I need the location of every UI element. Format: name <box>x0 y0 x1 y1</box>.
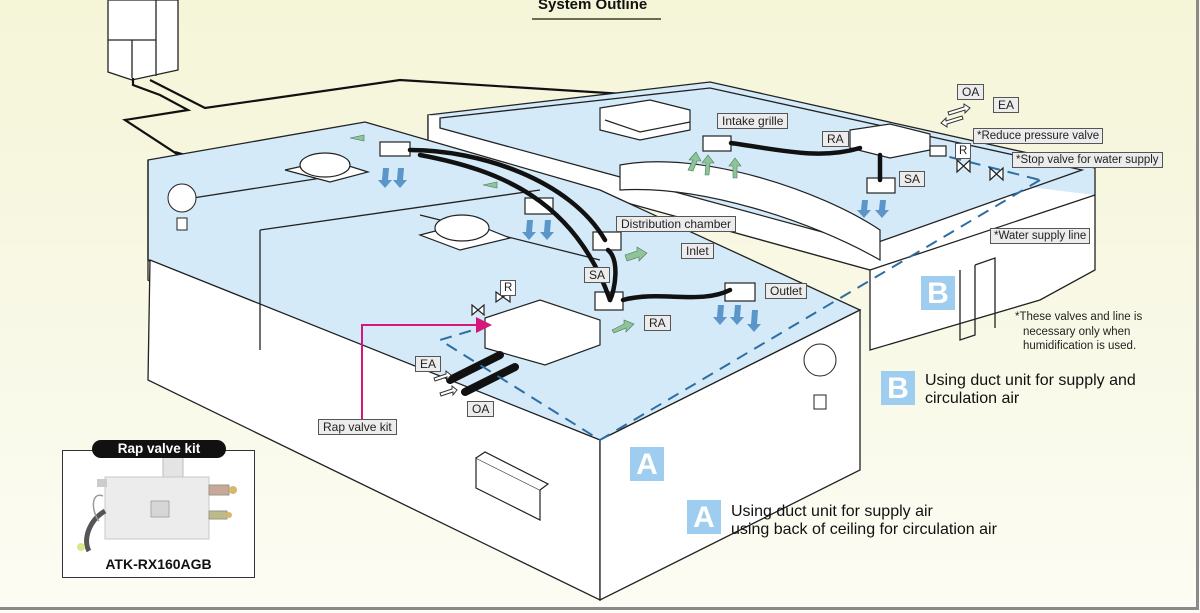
label-distribution-chamber: Distribution chamber <box>616 216 737 232</box>
label-outlet: Outlet <box>765 283 808 299</box>
legend-a-line1: Using duct unit for supply air <box>731 503 933 520</box>
label-ra-right: RA <box>822 131 849 147</box>
rap-valve-kit-inset <box>62 450 255 578</box>
label-ea-left: EA <box>415 356 442 372</box>
zone-badge-a: A <box>630 447 664 481</box>
label-reduce-pressure-valve: *Reduce pressure valve <box>973 128 1104 144</box>
label-sa-center: SA <box>584 267 611 283</box>
label-oa-top: OA <box>957 84 985 100</box>
ducts <box>407 140 883 303</box>
legend-a-line2: using back of ceiling for circulation ai… <box>731 521 997 538</box>
label-valve-r-right: R <box>955 143 972 159</box>
label-valve-r-left: R <box>500 280 517 296</box>
label-oa-left: OA <box>467 401 495 417</box>
humidification-note: *These valves and line is necessary only… <box>1015 310 1142 354</box>
note-line3: humidification is used. <box>1023 340 1137 352</box>
label-stop-valve: *Stop valve for water supply <box>1012 152 1163 168</box>
rap-valve-kit-model: ATK-RX160AGB <box>105 556 212 572</box>
floor-standing-unit <box>475 451 550 521</box>
oa-ea-pipes <box>446 351 519 396</box>
legend-badge-a: A <box>687 500 721 534</box>
label-ra-center: RA <box>644 315 671 331</box>
legend-b-text: Using duct unit for supply and circulati… <box>925 372 1136 408</box>
rap-valve-kit-line <box>361 317 492 420</box>
ceiling-units <box>379 123 931 366</box>
title-underline <box>532 18 661 20</box>
note-line1: *These valves and line is <box>1015 311 1143 323</box>
note-line2: necessary only when <box>1023 325 1131 338</box>
rap-valve-kit-image <box>77 454 237 553</box>
page-title: System Outline <box>538 0 648 13</box>
plant-icons <box>167 183 837 410</box>
legend-badge-b: B <box>881 371 915 405</box>
cassette-units <box>284 152 512 251</box>
outdoor-unit <box>107 0 179 81</box>
label-inlet: Inlet <box>681 243 714 259</box>
label-intake-grille: Intake grille <box>717 113 789 129</box>
zone-badge-b: B <box>921 276 955 310</box>
supply-air-arrows <box>378 168 889 332</box>
legend-b-line2: circulation air <box>925 390 1020 407</box>
legend-a-text: Using duct unit for supply air using bac… <box>731 503 997 539</box>
legend-b-line1: Using duct unit for supply and <box>925 372 1136 389</box>
label-rap-valve-kit: Rap valve kit <box>318 419 397 435</box>
return-air-arrows <box>349 134 742 334</box>
water-supply-line <box>437 151 1041 442</box>
label-water-supply-line: *Water supply line <box>990 228 1091 244</box>
label-sa-right: SA <box>899 171 926 187</box>
rap-valve-kit-title: Rap valve kit <box>92 440 226 458</box>
oa-ea-arrows <box>433 103 971 397</box>
label-ea-top: EA <box>993 97 1020 113</box>
valves <box>471 145 1004 317</box>
